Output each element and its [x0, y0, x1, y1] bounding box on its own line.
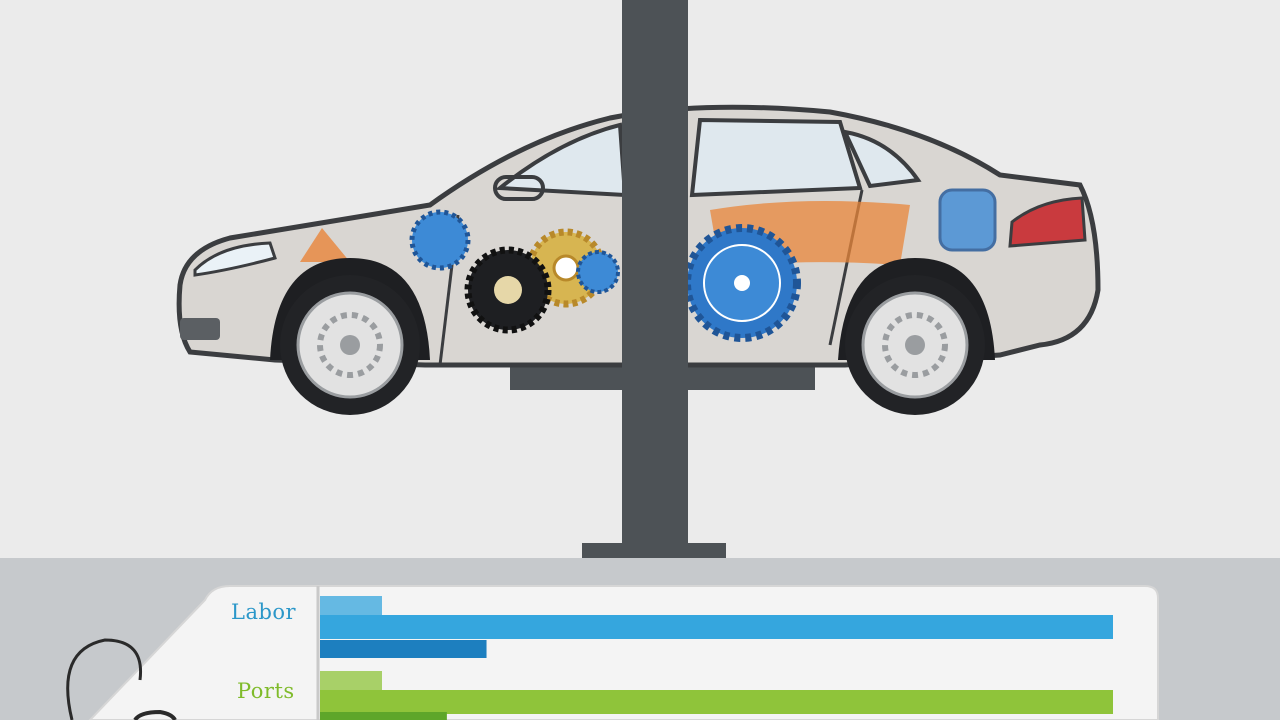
front-wheel	[270, 258, 430, 415]
labor-sub-bar	[320, 640, 487, 658]
labor-bar	[320, 615, 1113, 639]
ports-sub-bar	[320, 712, 447, 720]
engine-accent	[300, 228, 350, 262]
rear-wheel	[838, 258, 995, 415]
front-grille	[180, 318, 220, 340]
parts-label: Ports	[237, 679, 295, 703]
blue-gear-large	[683, 224, 801, 342]
ports-bar-cap	[320, 671, 382, 691]
labor-label: Labor	[231, 600, 297, 624]
cost-bars	[320, 596, 1113, 720]
taillight	[1008, 196, 1087, 248]
tag-string	[66, 638, 143, 720]
ports-bar	[320, 690, 1113, 714]
lift-base	[582, 543, 726, 558]
blue-part-rear	[938, 188, 997, 252]
blue-gear-small	[409, 209, 620, 294]
headlight	[193, 241, 277, 277]
rear-quarter-window	[841, 129, 922, 189]
lift-post	[622, 0, 688, 548]
door-handle	[493, 175, 545, 201]
black-gear	[464, 246, 552, 334]
tag-hole	[133, 709, 177, 720]
labor-bar-cap	[320, 596, 382, 616]
rear-side-window	[689, 117, 863, 198]
